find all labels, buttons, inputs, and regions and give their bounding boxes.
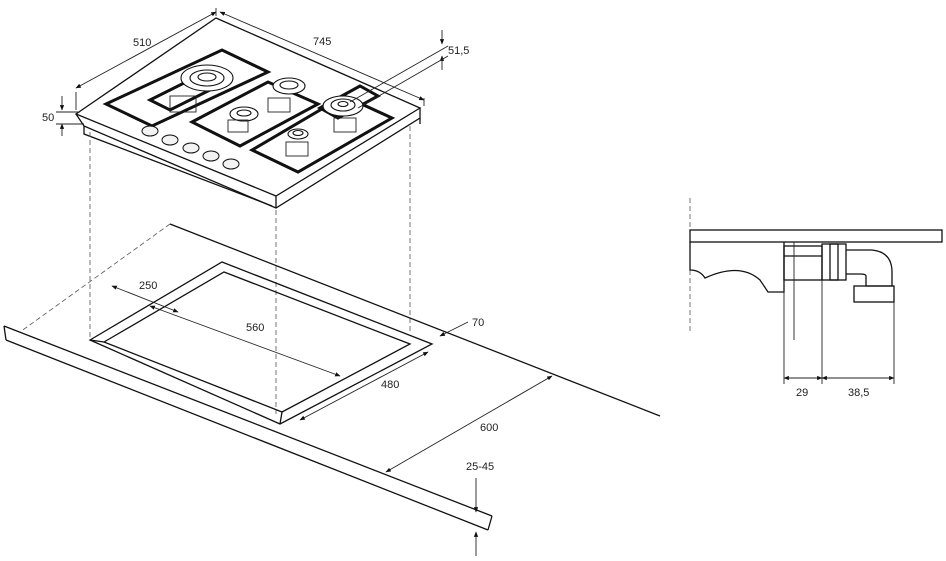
dim-cutout-depth: 480 [381,379,399,391]
dim-cutout-side: 250 [139,280,157,292]
dim-hob-width: 745 [313,36,331,48]
dim-cutout-width: 560 [246,322,264,334]
dim-worktop-depth: 600 [480,422,498,434]
control-knobs [141,125,240,170]
dim-hob-frame-height: 50 [42,112,54,124]
gas-connection-detail: 29 38,5 [689,198,943,399]
hob-drawing: 510 745 51,5 50 [42,8,469,414]
burner-front-middle [229,106,259,122]
burner-wok [322,95,364,117]
burner-small [287,128,309,140]
dim-gas-offset: 29 [796,387,808,399]
burner-large [180,64,234,92]
dim-rear-clearance: 70 [472,317,484,329]
worktop-drawing: 250 560 480 70 600 25-45 [3,223,661,556]
burner-rear-middle [272,77,306,95]
dim-gas-connector: 38,5 [848,387,869,399]
pan-support-right [248,94,396,174]
dim-worktop-thickness: 25-45 [466,461,494,473]
dim-hob-top-height: 51,5 [448,45,469,57]
dim-hob-depth: 510 [133,37,151,49]
